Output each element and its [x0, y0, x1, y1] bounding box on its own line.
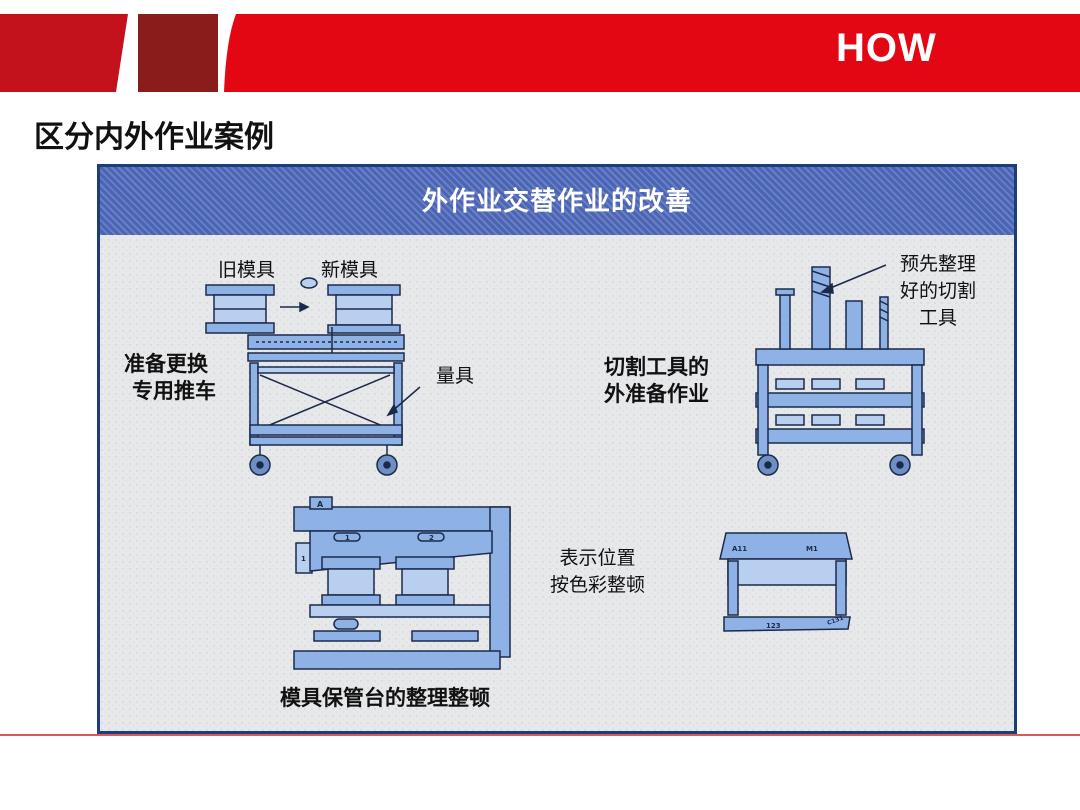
- rack-tag-a: A: [317, 500, 324, 509]
- header-banner: [0, 14, 1080, 92]
- label-preorganized-tools: 预先整理 好的切割 工具: [900, 253, 977, 329]
- mold-num-tag: 123: [766, 622, 781, 630]
- label-prep-cart: 准备更换 专用推车: [124, 352, 216, 403]
- tool-cart-icon: [755, 266, 925, 476]
- illustration-panel: 外作业交替作业的改善: [97, 164, 1017, 734]
- label-cutting-tools: 切割工具的 外准备作业: [604, 355, 709, 406]
- section-tag: HOW: [836, 26, 937, 70]
- panel-title: 外作业交替作业的改善: [421, 187, 692, 217]
- panel-header: [100, 167, 1014, 235]
- label-storage: 模具保管台的整理整顿: [280, 686, 490, 710]
- panel-texture: [100, 167, 1014, 731]
- page-title: 区分内外作业案例: [34, 120, 274, 155]
- mold-storage-rack-icon: [293, 496, 511, 670]
- machinery-drawing: A 1 2 1 A11 M1 C131 123: [205, 264, 925, 670]
- labeled-mold-icon: [719, 532, 853, 632]
- new-mold-icon: [327, 284, 401, 334]
- mold-model-tag: M1: [806, 545, 818, 553]
- footer-divider: [0, 734, 1080, 736]
- label-old-mold: 旧模具: [218, 259, 276, 281]
- slot-tag-1: 1: [345, 534, 350, 542]
- mold-pos-tag: A11: [732, 545, 747, 553]
- label-gauge: 量具: [436, 365, 475, 387]
- label-new-mold: 新模具: [321, 259, 379, 281]
- changeover-cart-icon: [247, 327, 405, 476]
- label-color-display: 表示位置 按色彩整顿: [550, 547, 646, 596]
- slot-tag-2: 2: [429, 534, 434, 542]
- row-tag-1: 1: [301, 555, 306, 563]
- old-mold-icon: [205, 284, 275, 334]
